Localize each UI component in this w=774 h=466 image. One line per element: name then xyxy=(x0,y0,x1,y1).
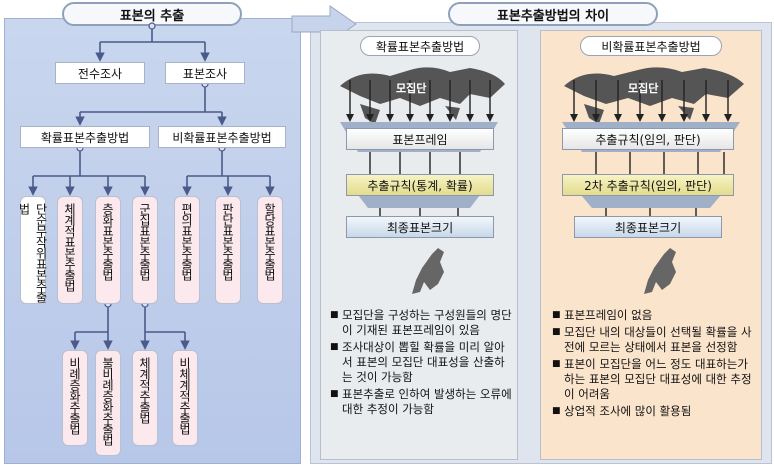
list-item: ■상업적 조사에 많이 활용됨 xyxy=(552,404,692,418)
prob-step-rule: 추출규칙(통계, 확률) xyxy=(346,174,494,196)
list-item: ■모집단 내의 대상들이 선택될 확률을 사전에 모르는 상태에서 표본을 선정… xyxy=(552,325,752,354)
stratified-box: 층화표본추출법 xyxy=(95,196,121,304)
judgment-box: 판단표본추출법 xyxy=(215,196,241,304)
bullet-square-icon: ■ xyxy=(330,389,339,399)
left-title: 표본의 추출 xyxy=(62,2,242,26)
list-item: ■표본추출로 인하여 발생하는 오류에 대한 추정이 가능함 xyxy=(330,387,512,416)
nonprob-step-rule1: 추출규칙(임의, 판단) xyxy=(562,128,734,150)
list-item: ■조사대상이 뽑힐 확률을 미리 알아서 표본의 모집단 대표성을 산출하는 것… xyxy=(330,340,505,384)
quota-box: 할당표본추출법 xyxy=(257,196,283,304)
bullet-square-icon: ■ xyxy=(330,342,339,352)
list-item: ■표본프레임이 없음 xyxy=(552,308,653,322)
systematic-sub-box: 체계적추출법 xyxy=(132,350,158,446)
bullet-square-icon: ■ xyxy=(552,327,561,337)
census-box: 전수조사 xyxy=(55,62,145,84)
nonprob-method-box: 비확률표본추출방법 xyxy=(158,126,286,148)
nonprob-population-label: 모집단 xyxy=(628,82,659,95)
prob-population-label: 모집단 xyxy=(396,82,427,95)
nonprob-step-final: 최종표본크기 xyxy=(574,216,722,238)
prob-step-frame: 표본프레임 xyxy=(346,128,494,150)
nonprob-step-rule2: 2차 추출규칙(임의, 판단) xyxy=(562,174,734,196)
proportional-stratified-box: 비례층화추출법 xyxy=(62,350,88,446)
prob-method-box: 확률표본추출방법 xyxy=(20,126,150,148)
prob-step-final: 최종표본크기 xyxy=(346,216,494,238)
cluster-box: 군집표본추출법 xyxy=(132,196,158,304)
bullet-square-icon: ■ xyxy=(330,310,339,320)
nonprob-column-title: 비확률표본추출방법 xyxy=(580,36,722,56)
bullet-square-icon: ■ xyxy=(552,310,561,320)
nonsystematic-sub-box: 비체계적추출법 xyxy=(172,350,198,446)
simple-random-box: 단순무작위표본추출법 xyxy=(17,196,48,304)
convenience-box: 편의표본추출법 xyxy=(174,196,200,304)
list-item: ■모집단을 구성하는 구성원들의 명단이 기재된 표본프레임이 있음 xyxy=(330,308,512,337)
prob-column-title: 확률표본추출방법 xyxy=(360,36,480,56)
nonprob-bullets: ■표본프레임이 없음 ■모집단 내의 대상들이 선택될 확률을 사전에 모르는 … xyxy=(552,308,756,421)
sampling-box: 표본조사 xyxy=(165,62,245,84)
right-title: 표본추출방법의 차이 xyxy=(448,2,658,26)
prob-bullets: ■모집단을 구성하는 구성원들의 명단이 기재된 표본프레임이 있음 ■조사대상… xyxy=(330,308,514,419)
disproportional-stratified-box: 불비례층화추출법 xyxy=(95,350,121,456)
systematic-box: 체계적표본추출법 xyxy=(57,196,83,304)
bullet-square-icon: ■ xyxy=(552,359,561,369)
bullet-square-icon: ■ xyxy=(552,406,561,416)
tree-connectors xyxy=(28,22,275,350)
list-item: ■표본이 모집단을 어느 정도 대표하는가 하는 표본의 모집단 대표성에 대한… xyxy=(552,357,752,401)
